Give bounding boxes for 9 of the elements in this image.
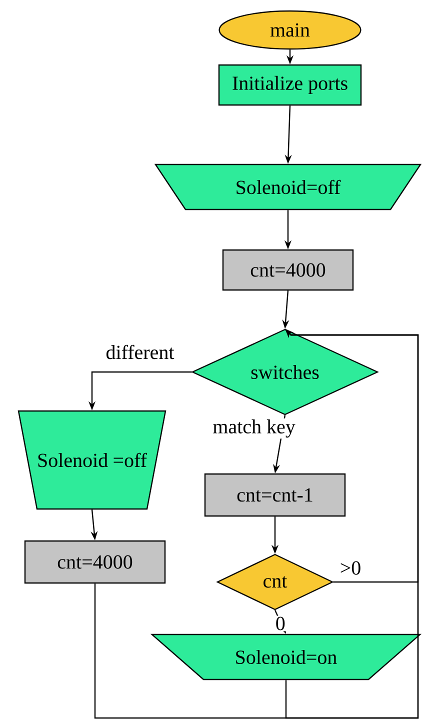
process-box: Initialize ports [218,64,362,106]
process-box: cnt=4000 [24,540,166,584]
edge-label: different [104,344,176,360]
edge-label: >0 [338,560,362,576]
output-trapezoid: Solenoid =off [18,410,166,510]
process-box: cnt=4000 [222,249,354,291]
process-box: cnt=cnt-1 [204,473,346,517]
edge-label: 0 [274,616,286,632]
edge-label: match key [212,418,296,439]
